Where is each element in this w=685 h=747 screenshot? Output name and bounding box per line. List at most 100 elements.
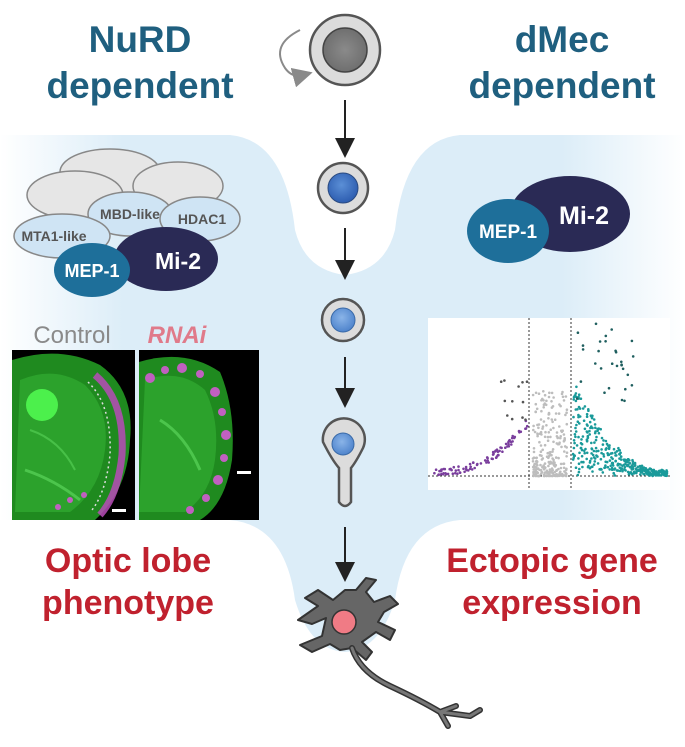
volcano-point: [608, 468, 611, 471]
volcano-point: [645, 469, 648, 473]
volcano-point: [562, 433, 566, 436]
volcano-point: [576, 473, 580, 477]
volcano-point: [532, 474, 535, 478]
volcano-point: [440, 468, 443, 471]
volcano-point: [640, 464, 644, 468]
volcano-point: [540, 454, 543, 458]
volcano-point: [577, 457, 580, 460]
volcano-point: [597, 431, 601, 435]
volcano-point: [588, 459, 592, 463]
volcano-point: [564, 395, 568, 398]
volcano-point: [539, 463, 542, 467]
volcano-point: [564, 468, 568, 472]
volcano-point: [532, 464, 536, 467]
rnai-micrograph: [139, 350, 259, 520]
volcano-point: [591, 465, 594, 469]
volcano-point: [510, 436, 514, 440]
volcano-point: [573, 441, 576, 445]
volcano-point: [620, 398, 624, 402]
volcano-point: [554, 412, 558, 415]
volcano-point: [580, 442, 584, 446]
label-mi2-left: Mi-2: [155, 248, 201, 274]
neuron-drawing: [297, 577, 483, 729]
volcano-point: [483, 459, 487, 462]
volcano-point: [587, 464, 590, 468]
volcano-point: [560, 392, 564, 396]
volcano-point: [571, 458, 575, 461]
volcano-point: [468, 462, 472, 466]
volcano-point: [557, 456, 560, 460]
volcano-point: [532, 468, 535, 471]
volcano-point: [574, 466, 578, 470]
self-renewal-arrow: [279, 29, 313, 88]
volcano-point: [553, 418, 557, 422]
volcano-point: [608, 444, 611, 447]
volcano-point: [593, 460, 597, 463]
volcano-point: [615, 364, 619, 368]
volcano-point: [558, 474, 562, 477]
volcano-point: [557, 412, 561, 415]
volcano-point: [503, 379, 506, 382]
volcano-point: [574, 392, 578, 395]
volcano-point: [551, 450, 554, 453]
volcano-point: [626, 464, 629, 468]
volcano-point: [590, 452, 593, 455]
volcano-point: [532, 428, 535, 432]
volcano-point: [536, 432, 539, 436]
volcano-point: [590, 416, 594, 420]
volcano-point: [581, 344, 585, 347]
volcano-point: [590, 447, 594, 451]
volcano-point: [583, 427, 587, 431]
volcano-point: [591, 414, 594, 418]
volcano-point: [471, 461, 475, 464]
label-mep1-right: MEP-1: [479, 222, 538, 243]
volcano-point: [575, 444, 579, 447]
volcano-point: [556, 436, 559, 440]
volcano-point: [619, 463, 622, 466]
volcano-point: [510, 417, 514, 421]
volcano-point: [624, 387, 627, 391]
volcano-point: [564, 474, 568, 478]
volcano-point: [639, 473, 642, 476]
volcano-point: [534, 456, 538, 460]
volcano-point: [594, 426, 597, 430]
volcano-point: [462, 467, 465, 471]
volcano-point: [535, 462, 538, 466]
volcano-point: [588, 433, 591, 436]
volcano-point: [585, 415, 589, 419]
volcano-point: [558, 425, 561, 428]
volcano-point: [572, 415, 575, 419]
volcano-point: [620, 363, 623, 367]
volcano-point: [608, 459, 612, 462]
volcano-point: [577, 470, 581, 474]
volcano-point: [594, 438, 598, 442]
volcano-point: [594, 362, 597, 365]
volcano-point: [532, 424, 535, 428]
volcano-point: [497, 453, 500, 457]
volcano-point: [633, 461, 637, 465]
volcano-point: [601, 471, 605, 474]
volcano-point: [486, 456, 489, 460]
volcano-point: [619, 451, 622, 455]
volcano-point: [511, 400, 514, 403]
volcano-point: [629, 471, 633, 474]
volcano-point: [540, 470, 543, 474]
volcano-point: [585, 451, 589, 455]
volcano-point: [561, 395, 565, 399]
label-mi2-right: Mi-2: [559, 202, 609, 230]
volcano-point: [547, 412, 551, 416]
volcano-point: [551, 420, 554, 424]
volcano-point: [636, 465, 640, 469]
volcano-point: [537, 423, 541, 426]
volcano-point: [577, 393, 581, 397]
volcano-point: [610, 362, 614, 366]
volcano-point: [626, 460, 629, 464]
volcano-point: [543, 393, 547, 397]
volcano-point: [579, 446, 583, 450]
volcano-point: [592, 449, 596, 453]
volcano-point: [565, 408, 569, 412]
volcano-point: [434, 468, 438, 472]
volcano-point: [551, 468, 554, 472]
volcano-point: [533, 430, 537, 434]
volcano-point: [552, 458, 555, 462]
